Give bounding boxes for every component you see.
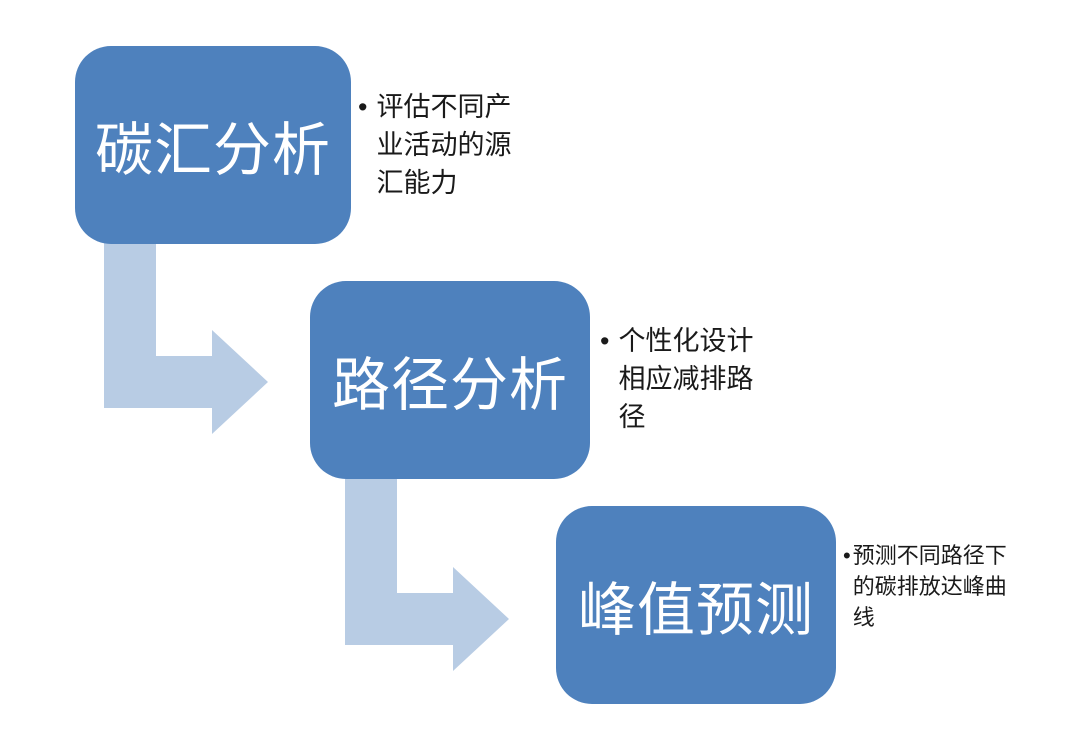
step-label-carbon-sink-analysis: 碳汇分析 <box>94 118 331 183</box>
bullet-item-2: • 个性化设计相应减排路径 <box>600 322 758 436</box>
step-box-path-analysis: 路径分析 <box>310 281 590 479</box>
step-box-carbon-sink-analysis: 碳汇分析 <box>75 46 351 244</box>
bullet-item-3: • 预测不同路径下的碳排放达峰曲线 <box>843 540 1013 633</box>
step-label-path-analysis: 路径分析 <box>331 353 568 418</box>
bullet-marker-3: • <box>843 543 851 568</box>
elbow-arrow-2 <box>345 479 509 671</box>
step-box-peak-prediction: 峰值预测 <box>556 506 836 704</box>
bullet-text-2: 个性化设计相应减排路径 <box>618 326 754 432</box>
bullet-text-3: 预测不同路径下的碳排放达峰曲线 <box>852 543 1007 630</box>
bullet-marker-2: • <box>600 326 610 356</box>
bullet-marker-1: • <box>358 92 368 122</box>
elbow-arrow-1 <box>104 243 268 434</box>
bullet-text-1: 评估不同产业活动的源汇能力 <box>376 92 512 198</box>
bullet-item-1: • 评估不同产业活动的源汇能力 <box>358 88 516 202</box>
step-label-peak-prediction: 峰值预测 <box>577 578 814 643</box>
